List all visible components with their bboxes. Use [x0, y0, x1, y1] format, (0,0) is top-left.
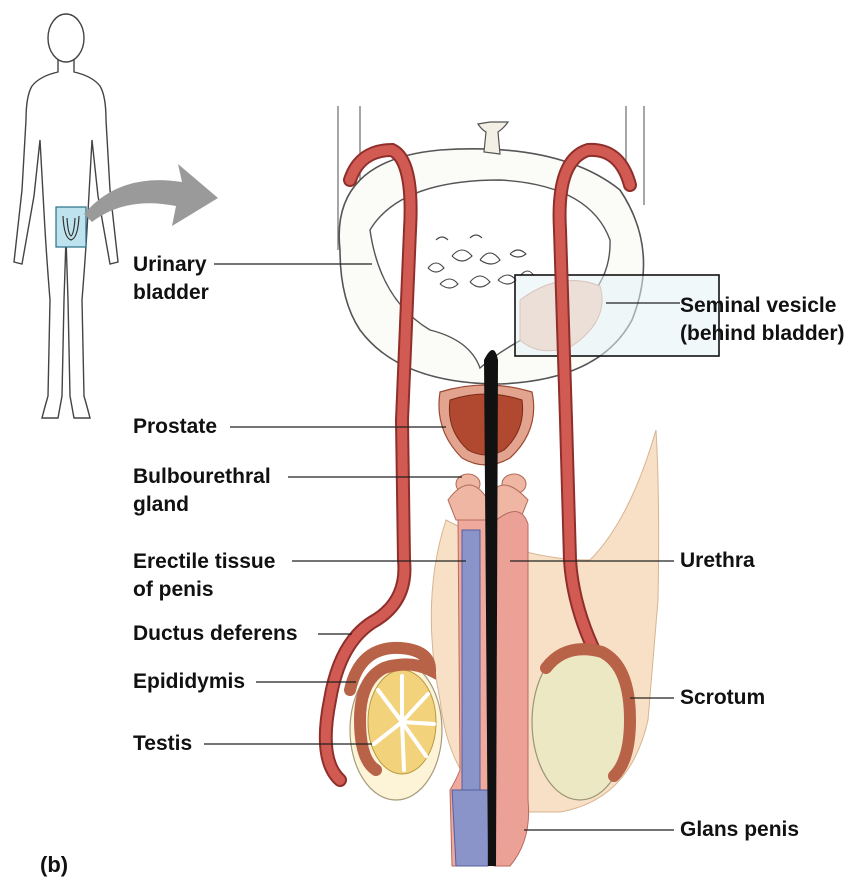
penis-shape — [449, 350, 530, 867]
testis-left — [344, 641, 443, 801]
label-prostate: Prostate — [133, 413, 217, 441]
label-scrotum: Scrotum — [680, 684, 765, 712]
label-line: of penis — [133, 578, 214, 601]
label-glans-penis: Glans penis — [680, 816, 799, 844]
label-line: Testis — [133, 732, 193, 755]
label-erectile-tissue: Erectile tissue of penis — [133, 548, 275, 604]
ductus-deferens-left — [318, 142, 418, 787]
label-line: Urethra — [680, 549, 755, 572]
label-line: Seminal vesicle — [680, 294, 837, 317]
label-urinary-bladder: Urinary bladder — [133, 251, 209, 307]
label-bulbourethral-gland: Bulbourethral gland — [133, 463, 271, 519]
label-line: Urinary — [133, 253, 207, 276]
seminal-vesicle-box — [514, 274, 720, 357]
label-line: gland — [133, 493, 189, 516]
label-line: Erectile tissue — [133, 550, 276, 573]
region-symbol-icon — [62, 215, 80, 241]
panel-label: (b) — [40, 852, 69, 877]
label-line: bladder — [133, 281, 209, 304]
label-line: Prostate — [133, 415, 218, 438]
label-line: Scrotum — [680, 686, 766, 709]
label-urethra: Urethra — [680, 547, 755, 575]
label-epididymis: Epididymis — [133, 668, 245, 696]
label-seminal-vesicle: Seminal vesicle (behind bladder) — [680, 292, 845, 348]
label-line: Ductus deferens — [133, 622, 298, 645]
region-highlight — [55, 206, 87, 248]
label-line: (behind bladder) — [680, 322, 845, 345]
leader-lines — [204, 263, 680, 831]
label-line: Glans penis — [680, 818, 800, 841]
label-testis: Testis — [133, 730, 192, 758]
testis-right — [531, 643, 637, 801]
label-line: Bulbourethral — [133, 465, 271, 488]
zoom-arrow-icon — [84, 164, 218, 226]
label-ductus-deferens: Ductus deferens — [133, 620, 298, 648]
label-line: Epididymis — [133, 670, 246, 693]
